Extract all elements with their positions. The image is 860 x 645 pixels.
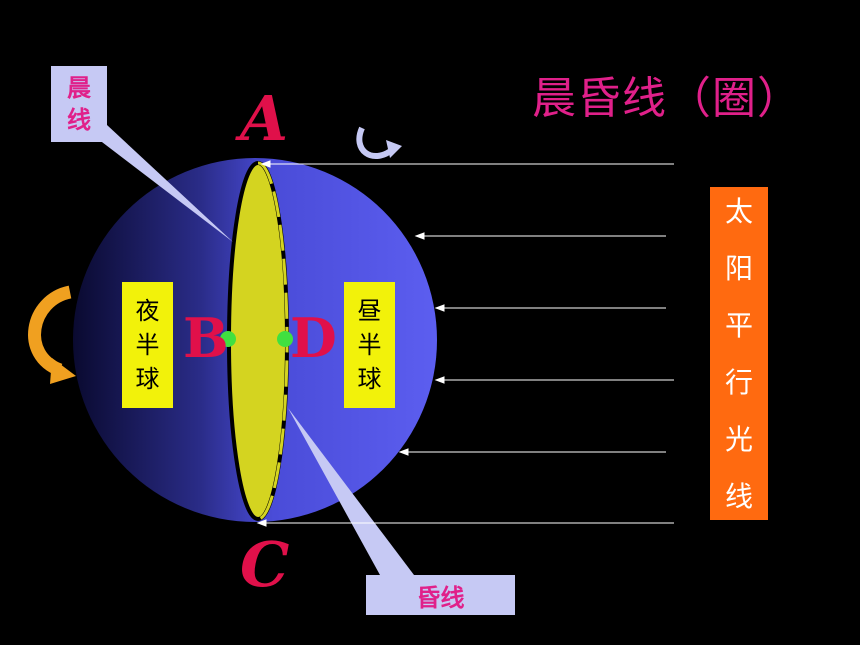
night-hemisphere-label: 夜半球 (122, 282, 173, 408)
point-b-label: B (183, 306, 229, 370)
rotation-arrow-left-icon (28, 285, 76, 384)
sunlight-label: 太阳平行光线 (710, 187, 768, 520)
day-hemisphere-label: 昼半球 (344, 282, 395, 408)
point-c-label: C (240, 528, 290, 601)
point-d-marker (277, 331, 293, 347)
dawn-line-text: 晨线 (67, 74, 91, 134)
dusk-line-text: 昏线 (416, 583, 465, 612)
sunlight-rays (256, 160, 674, 527)
point-d-label: D (290, 306, 337, 370)
dusk-line-pointer (288, 408, 414, 575)
point-a-label: A (240, 82, 289, 155)
dusk-line-label: 昏线 (366, 575, 515, 615)
dawn-line-pointer (98, 125, 233, 242)
page-title: 晨昏线（圈） (532, 73, 802, 124)
night-hemisphere-text: 夜半球 (135, 297, 160, 393)
sunlight-text: 太阳平行光线 (724, 194, 753, 513)
rotation-arrow-top-icon (356, 126, 402, 159)
day-hemisphere-text: 昼半球 (357, 297, 382, 393)
dawn-line-label: 晨线 (51, 66, 107, 142)
point-b-marker (220, 331, 236, 347)
